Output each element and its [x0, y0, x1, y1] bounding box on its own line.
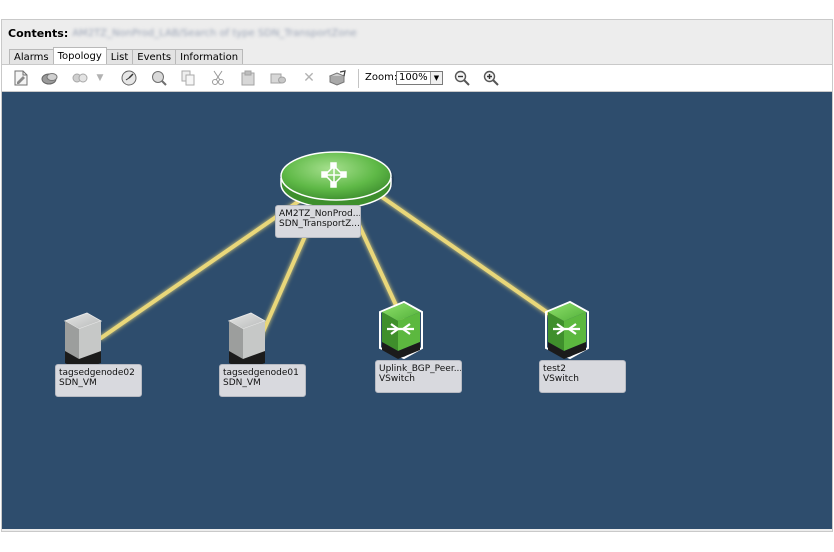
node-label-name: Uplink_BGP_Peer... [379, 364, 458, 374]
tab-information[interactable]: Information [175, 49, 243, 64]
copy-icon[interactable] [178, 69, 198, 87]
vm-node-icon[interactable] [229, 313, 265, 371]
toolbar-separator [358, 69, 359, 88]
contents-label: Contents: [8, 27, 68, 40]
new-document-icon[interactable] [11, 69, 31, 87]
zoom-label: Zoom: [365, 72, 397, 83]
hub-label-name: AM2TZ_NonProd... [279, 209, 357, 219]
zoom-value: 100% [399, 72, 428, 84]
node-label-type: VSwitch [543, 374, 622, 384]
paste-icon[interactable] [238, 69, 258, 87]
node-label-type: SDN_VM [223, 378, 302, 388]
clock-icon[interactable] [119, 69, 139, 87]
node-label-tagsedgenode02[interactable]: tagsedgenode02 SDN_VM [55, 364, 142, 397]
topology-canvas[interactable]: AM2TZ_NonProd... SDN_TransportZ... tagse… [2, 92, 832, 529]
tab-list[interactable]: List [106, 49, 133, 64]
node-label-name: test2 [543, 364, 622, 374]
vm-node-icon[interactable] [65, 313, 101, 371]
hub-label[interactable]: AM2TZ_NonProd... SDN_TransportZ... [275, 205, 361, 238]
node-label-type: SDN_VM [59, 378, 138, 388]
vswitch-node-icon[interactable] [546, 302, 588, 359]
link-icon[interactable] [70, 69, 90, 87]
paste-special-icon[interactable] [268, 69, 288, 87]
contents-path: AM2TZ_NonProd_LAB/Search of type SDN_Tra… [72, 28, 357, 39]
tab-topology[interactable]: Topology [53, 47, 107, 64]
export-icon[interactable] [328, 69, 348, 87]
node-label-name: tagsedgenode01 [223, 368, 302, 378]
tab-alarms[interactable]: Alarms [9, 49, 54, 64]
topology-graph [2, 92, 832, 529]
zoom-select[interactable]: 100% ▼ [396, 71, 443, 85]
node-label-name: tagsedgenode02 [59, 368, 138, 378]
tab-events[interactable]: Events [132, 49, 176, 64]
hub-label-type: SDN_TransportZ... [279, 219, 357, 229]
vswitch-node-icon[interactable] [380, 302, 422, 359]
node-label-type: VSwitch [379, 374, 458, 384]
delete-icon[interactable]: ✕ [299, 69, 319, 87]
link-hub-tagsedgenode02[interactable] [101, 199, 302, 338]
zoom-in-icon[interactable] [481, 69, 501, 87]
toolbar: ▼ ✕ Zoom: 100% ▼ [2, 64, 832, 92]
tab-bar: Alarms Topology List Events Information [9, 47, 242, 64]
node-label-test2[interactable]: test2 VSwitch [539, 360, 626, 393]
chevron-down-icon[interactable]: ▼ [430, 72, 442, 84]
topology-panel: Contents: AM2TZ_NonProd_LAB/Search of ty… [1, 19, 833, 532]
overlay-icon[interactable] [40, 69, 60, 87]
contents-bar: Contents: AM2TZ_NonProd_LAB/Search of ty… [8, 26, 357, 40]
zoom-out-icon[interactable] [452, 69, 472, 87]
cut-icon[interactable] [208, 69, 228, 87]
node-label-tagsedgenode01[interactable]: tagsedgenode01 SDN_VM [219, 364, 306, 397]
search-globe-icon[interactable] [149, 69, 169, 87]
transport-zone-hub-icon[interactable] [280, 152, 394, 208]
node-label-uplink-bgp[interactable]: Uplink_BGP_Peer... VSwitch [375, 360, 462, 393]
dropdown-arrow-icon[interactable]: ▼ [94, 69, 106, 87]
